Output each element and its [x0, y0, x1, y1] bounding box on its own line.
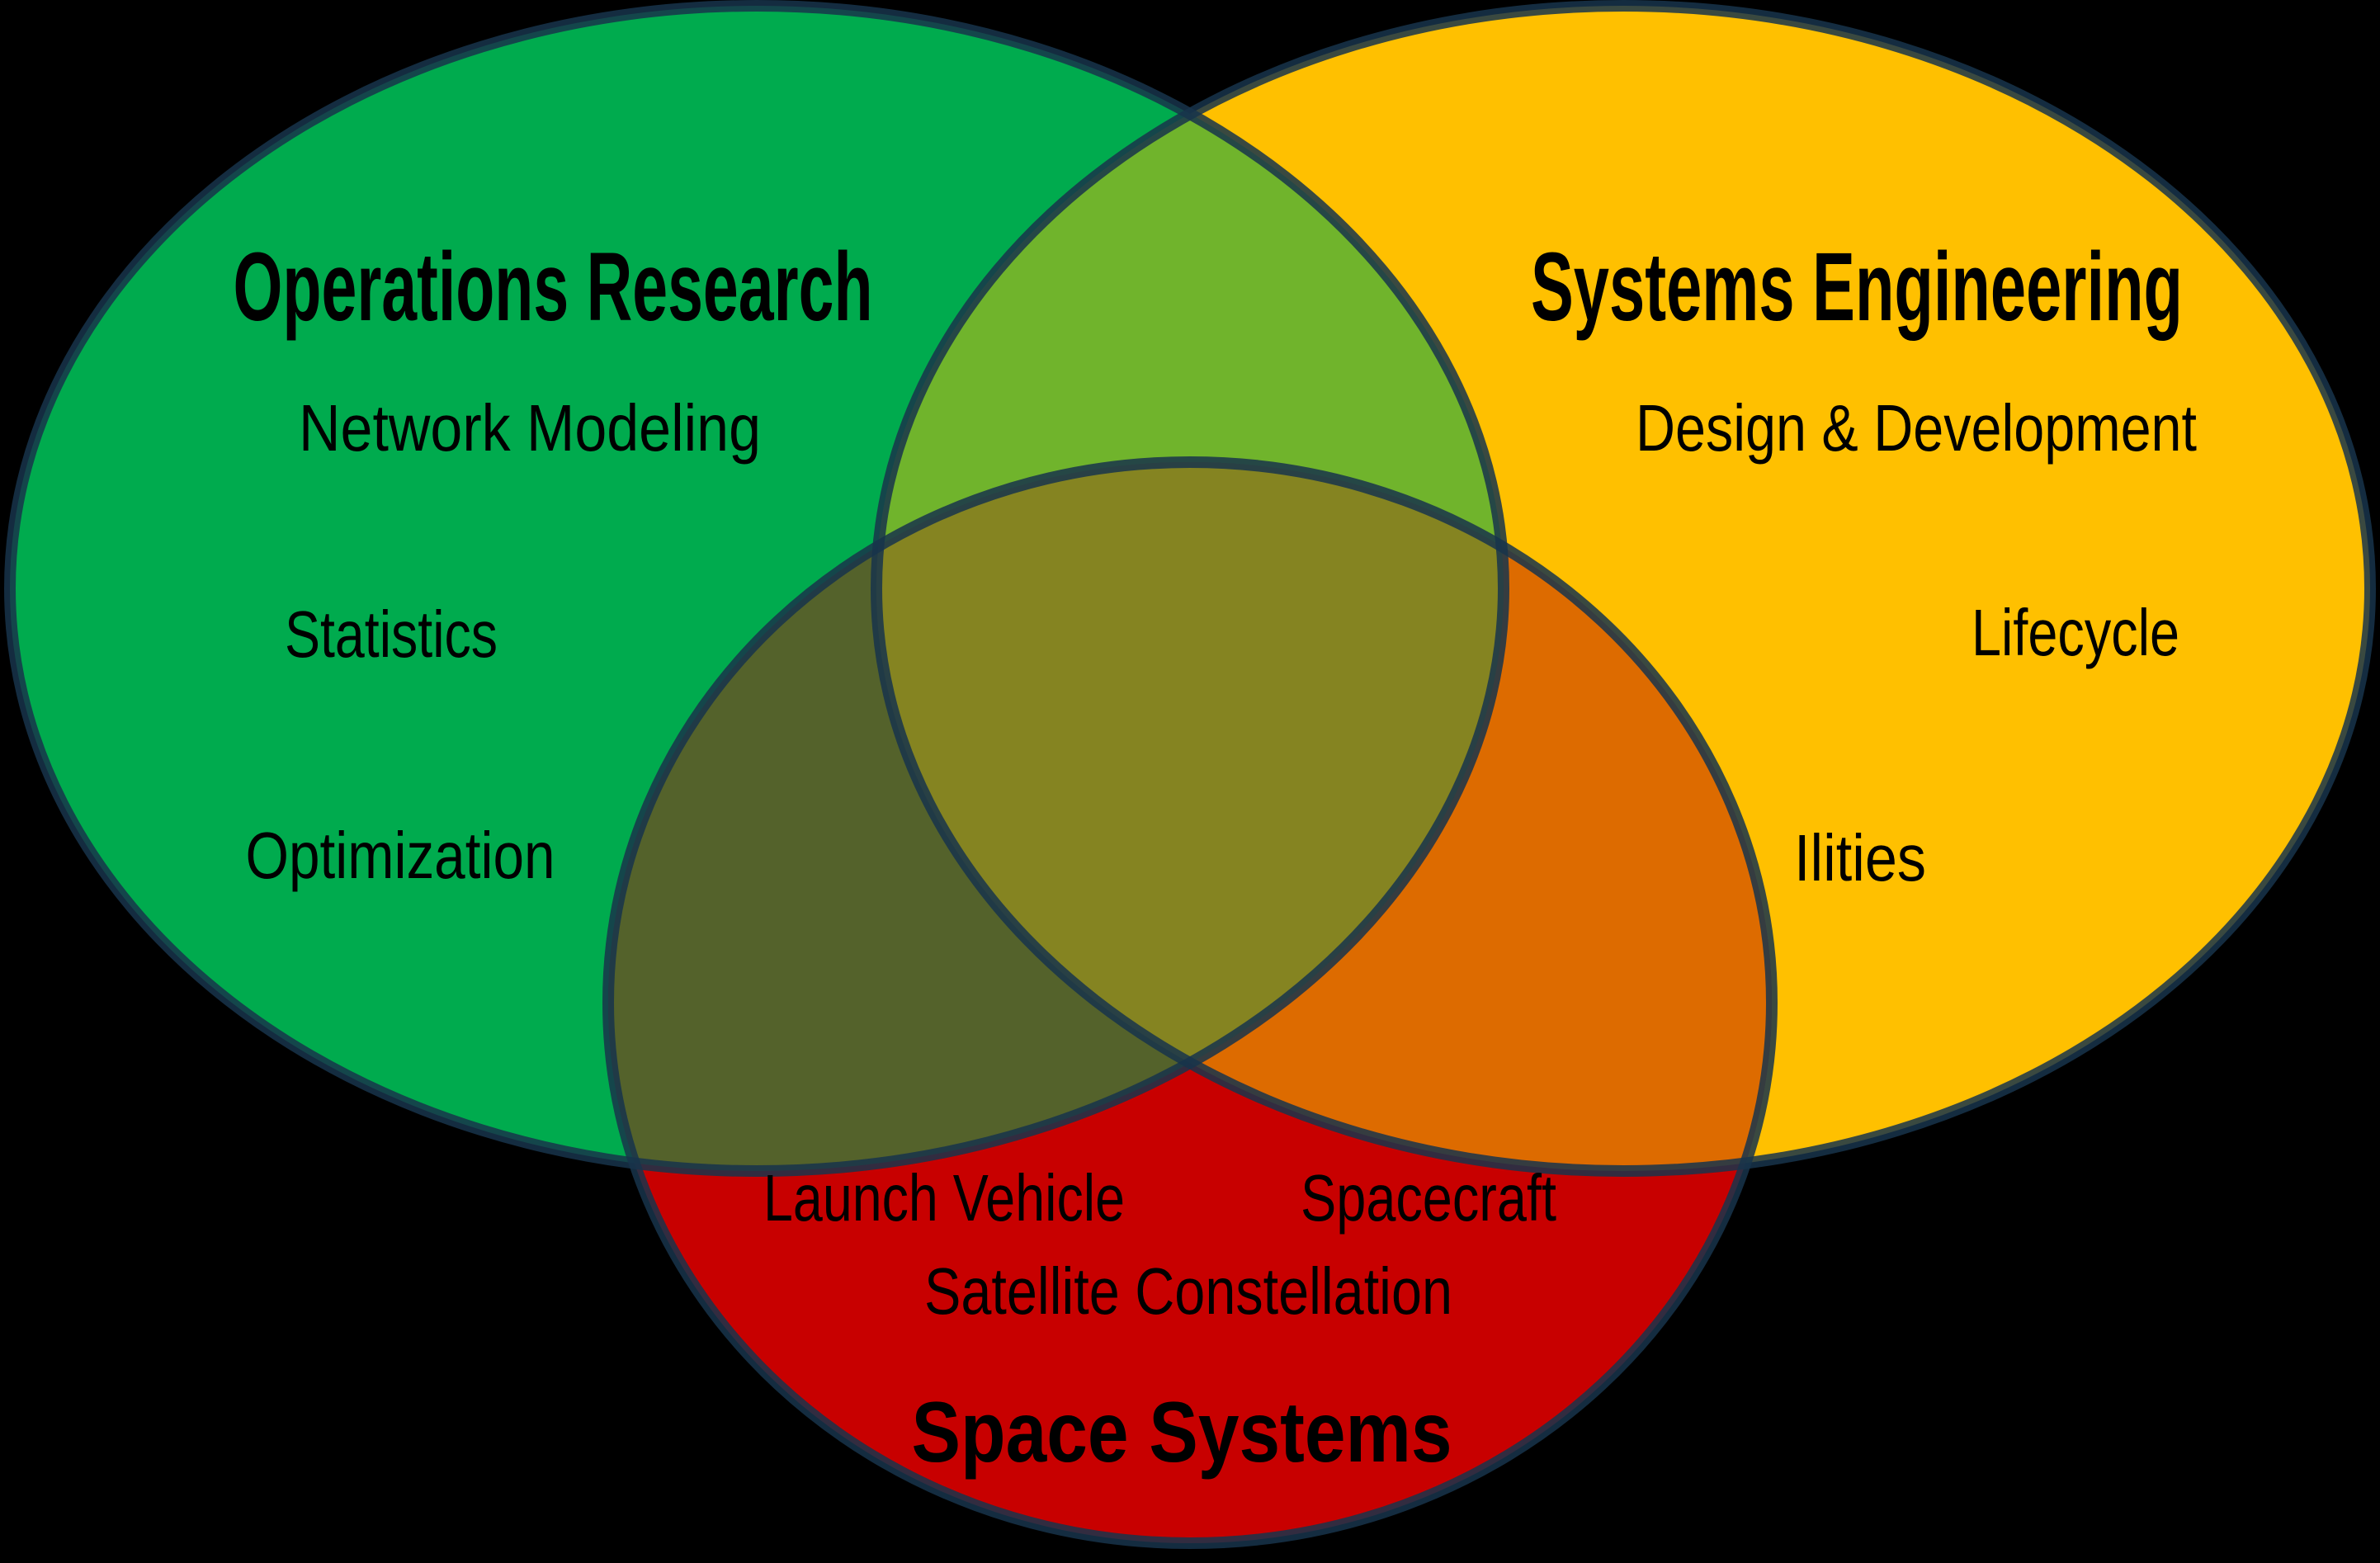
operations-research-title: Operations Research [234, 233, 873, 342]
item-spacecraft: Spacecraft [1301, 1161, 1556, 1235]
item-design-development: Design & Development [1636, 391, 2197, 465]
space-systems-outline [602, 456, 1778, 1549]
operations-research-outline [4, 0, 1509, 1177]
overlap-center-fill [876, 462, 1504, 1171]
overlap-center-outer [876, 462, 1504, 1171]
systems-engineering-outline [871, 0, 2376, 1177]
space-systems-title: Space Systems [912, 1385, 1452, 1480]
item-ilities: Ilities [1794, 821, 1926, 895]
item-launch-vehicle: Launch Vehicle [763, 1161, 1125, 1235]
systems-engineering-title: Systems Engineering [1531, 233, 2183, 342]
item-satellite-constellation: Satellite Constellation [924, 1254, 1452, 1328]
overlap-center-inner [876, 462, 1504, 1171]
item-lifecycle: Lifecycle [1972, 596, 2179, 669]
item-network-modeling: Network Modeling [299, 391, 761, 465]
item-optimization: Optimization [246, 819, 555, 892]
item-statistics: Statistics [285, 597, 498, 671]
